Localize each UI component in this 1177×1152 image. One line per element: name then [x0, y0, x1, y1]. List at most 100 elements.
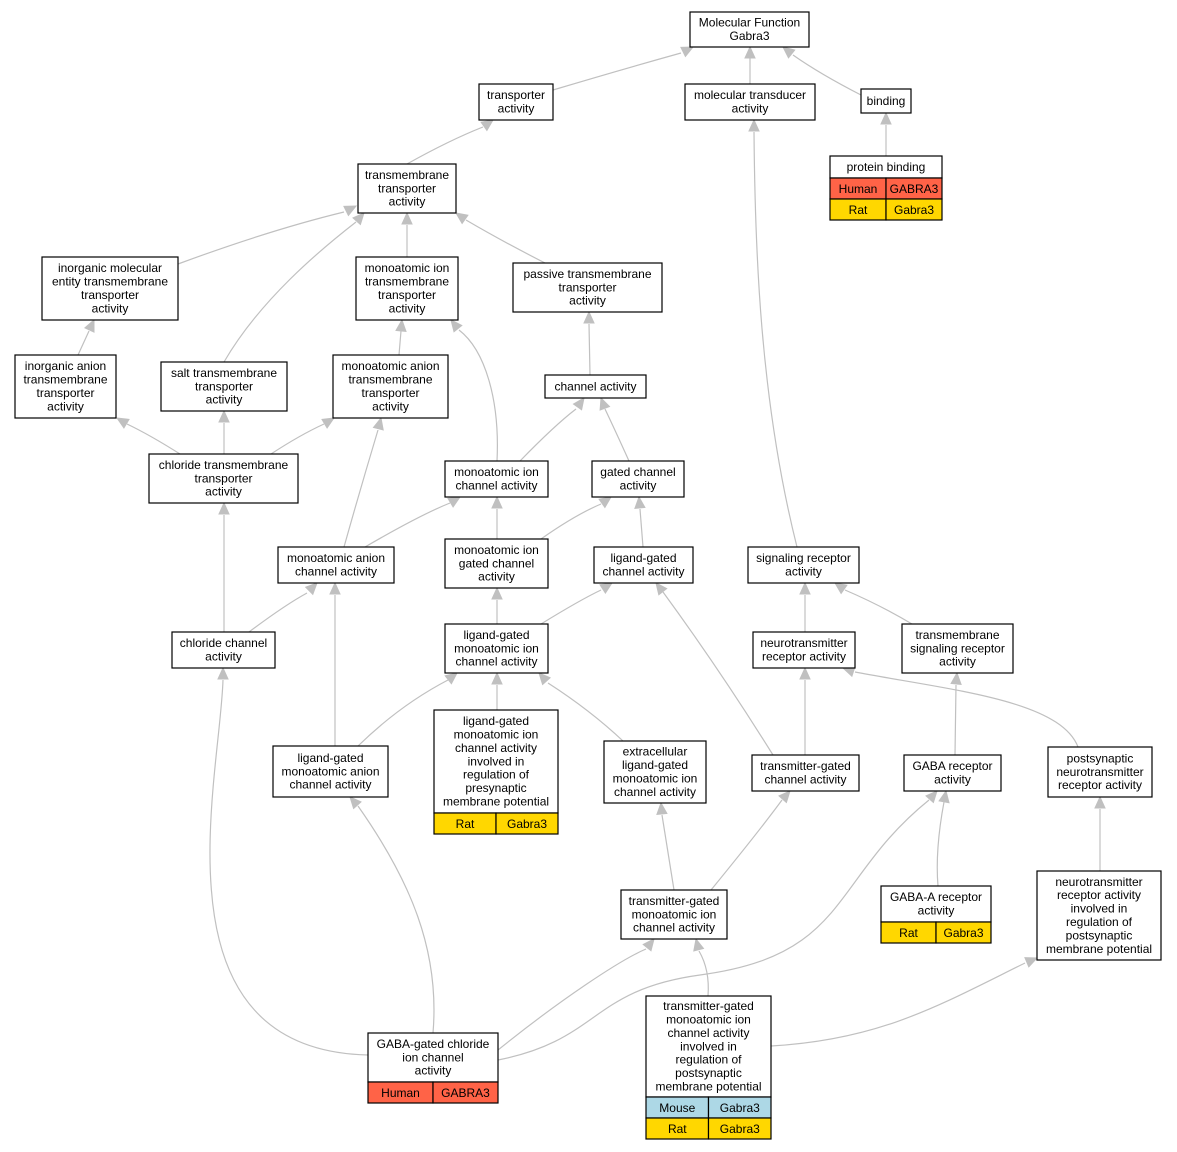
go-term-label-line: monoatomic ion: [454, 641, 539, 655]
go-term-label-line: monoatomic ion: [454, 465, 539, 479]
edge-arrow: [552, 46, 695, 91]
edge-arrow: [406, 119, 494, 165]
go-term-label-line: chloride channel: [180, 636, 267, 650]
go-term-binding[interactable]: binding: [860, 88, 912, 114]
go-term-label-line: postsynaptic: [1067, 751, 1134, 765]
go-term-label-line: binding: [867, 94, 906, 108]
go-term-label-line: ligand-gated: [463, 714, 529, 728]
species-cell: Human: [367, 1081, 434, 1104]
go-term-label-line: neurotransmitter: [760, 636, 847, 650]
go-term-label-line: inorganic anion: [25, 359, 106, 373]
edge-arrow: [248, 582, 318, 633]
go-term-label-line: involved in: [1071, 902, 1128, 916]
edge-arrow: [329, 581, 341, 746]
edge-arrow: [395, 318, 407, 356]
go-term-label-line: gated channel: [600, 465, 675, 479]
go-term-label-line: ion channel: [402, 1050, 463, 1064]
go-term-label-line: entity transmembrane: [52, 275, 168, 289]
species-cell: Rat: [829, 198, 887, 221]
go-term-channel-activity[interactable]: channel activity: [544, 374, 647, 399]
species-cell: Rat: [433, 812, 497, 835]
go-term-label-line: transmembrane: [915, 628, 999, 642]
gene-label: GABRA3: [890, 182, 939, 196]
go-term-label-line: molecular transducer: [694, 88, 806, 102]
species-cell: Rat: [645, 1117, 710, 1140]
go-term-label-line: monoatomic anion: [341, 359, 439, 373]
go-term-chloride-tm[interactable]: chloride transmembranetransporteractivit…: [148, 453, 299, 504]
gene-label: GABRA3: [441, 1086, 490, 1100]
go-term-label-line: transmembrane: [23, 373, 107, 387]
go-term-label-line: transporter: [558, 280, 616, 294]
go-term-label-line: presynaptic: [465, 781, 526, 795]
go-term-inorganic-anion[interactable]: inorganic aniontransmembranetransportera…: [14, 354, 117, 419]
go-term-label-line: activity: [569, 294, 606, 308]
edge-arrow: [880, 111, 892, 156]
go-term-label-line: monoatomic anion: [281, 764, 379, 778]
gene-label: Gabra3: [720, 1122, 760, 1136]
go-term-label-line: Gabra3: [729, 29, 769, 43]
go-term-label-line: postsynaptic: [1066, 928, 1133, 942]
edge-arrow: [834, 582, 913, 625]
graph-edges: [77, 45, 1106, 1061]
edge-arrow: [540, 496, 612, 540]
go-term-label-line: transmitter-gated: [663, 999, 754, 1013]
go-term-monoatomic-ion-tm[interactable]: monoatomic iontransmembranetransporterac…: [355, 256, 459, 321]
go-term-label-line: signaling receptor: [756, 551, 851, 565]
edge-arrow: [455, 212, 546, 264]
go-term-label-line: transmembrane: [348, 373, 432, 387]
gene-cell: Gabra3: [707, 1117, 772, 1140]
edge-arrow: [655, 582, 774, 756]
go-term-label-line: regulation of: [463, 768, 530, 782]
go-term-label-line: regulation of: [1066, 915, 1133, 929]
go-term-label-line: transporter: [378, 181, 436, 195]
go-term-label-line: GABA-gated chloride: [377, 1037, 490, 1051]
go-term-label-line: ligand-gated: [297, 751, 363, 765]
go-term-label-line: membrane potential: [443, 795, 549, 809]
go-term-label-line: monoatomic ion: [632, 907, 717, 921]
go-term-label-line: inorganic molecular: [58, 261, 162, 275]
species-label: Human: [381, 1086, 420, 1100]
go-term-label-line: neurotransmitter: [1056, 765, 1143, 779]
go-term-label-line: channel activity: [667, 1026, 749, 1040]
go-term-label-line: channel activity: [455, 655, 537, 669]
go-term-label-line: monoatomic ion: [613, 772, 698, 786]
go-term-label-line: gated channel: [459, 556, 534, 570]
edge-arrow: [357, 672, 458, 747]
go-term-label-line: activity: [732, 102, 769, 116]
go-term-label-line: channel activity: [295, 565, 377, 579]
go-term-monoatomic-anion-tm[interactable]: monoatomic aniontransmembranetransporter…: [332, 354, 449, 419]
go-term-label-line: ligand-gated: [622, 758, 688, 772]
edge-arrow: [634, 495, 646, 548]
go-term-label-line: channel activity: [764, 773, 846, 787]
